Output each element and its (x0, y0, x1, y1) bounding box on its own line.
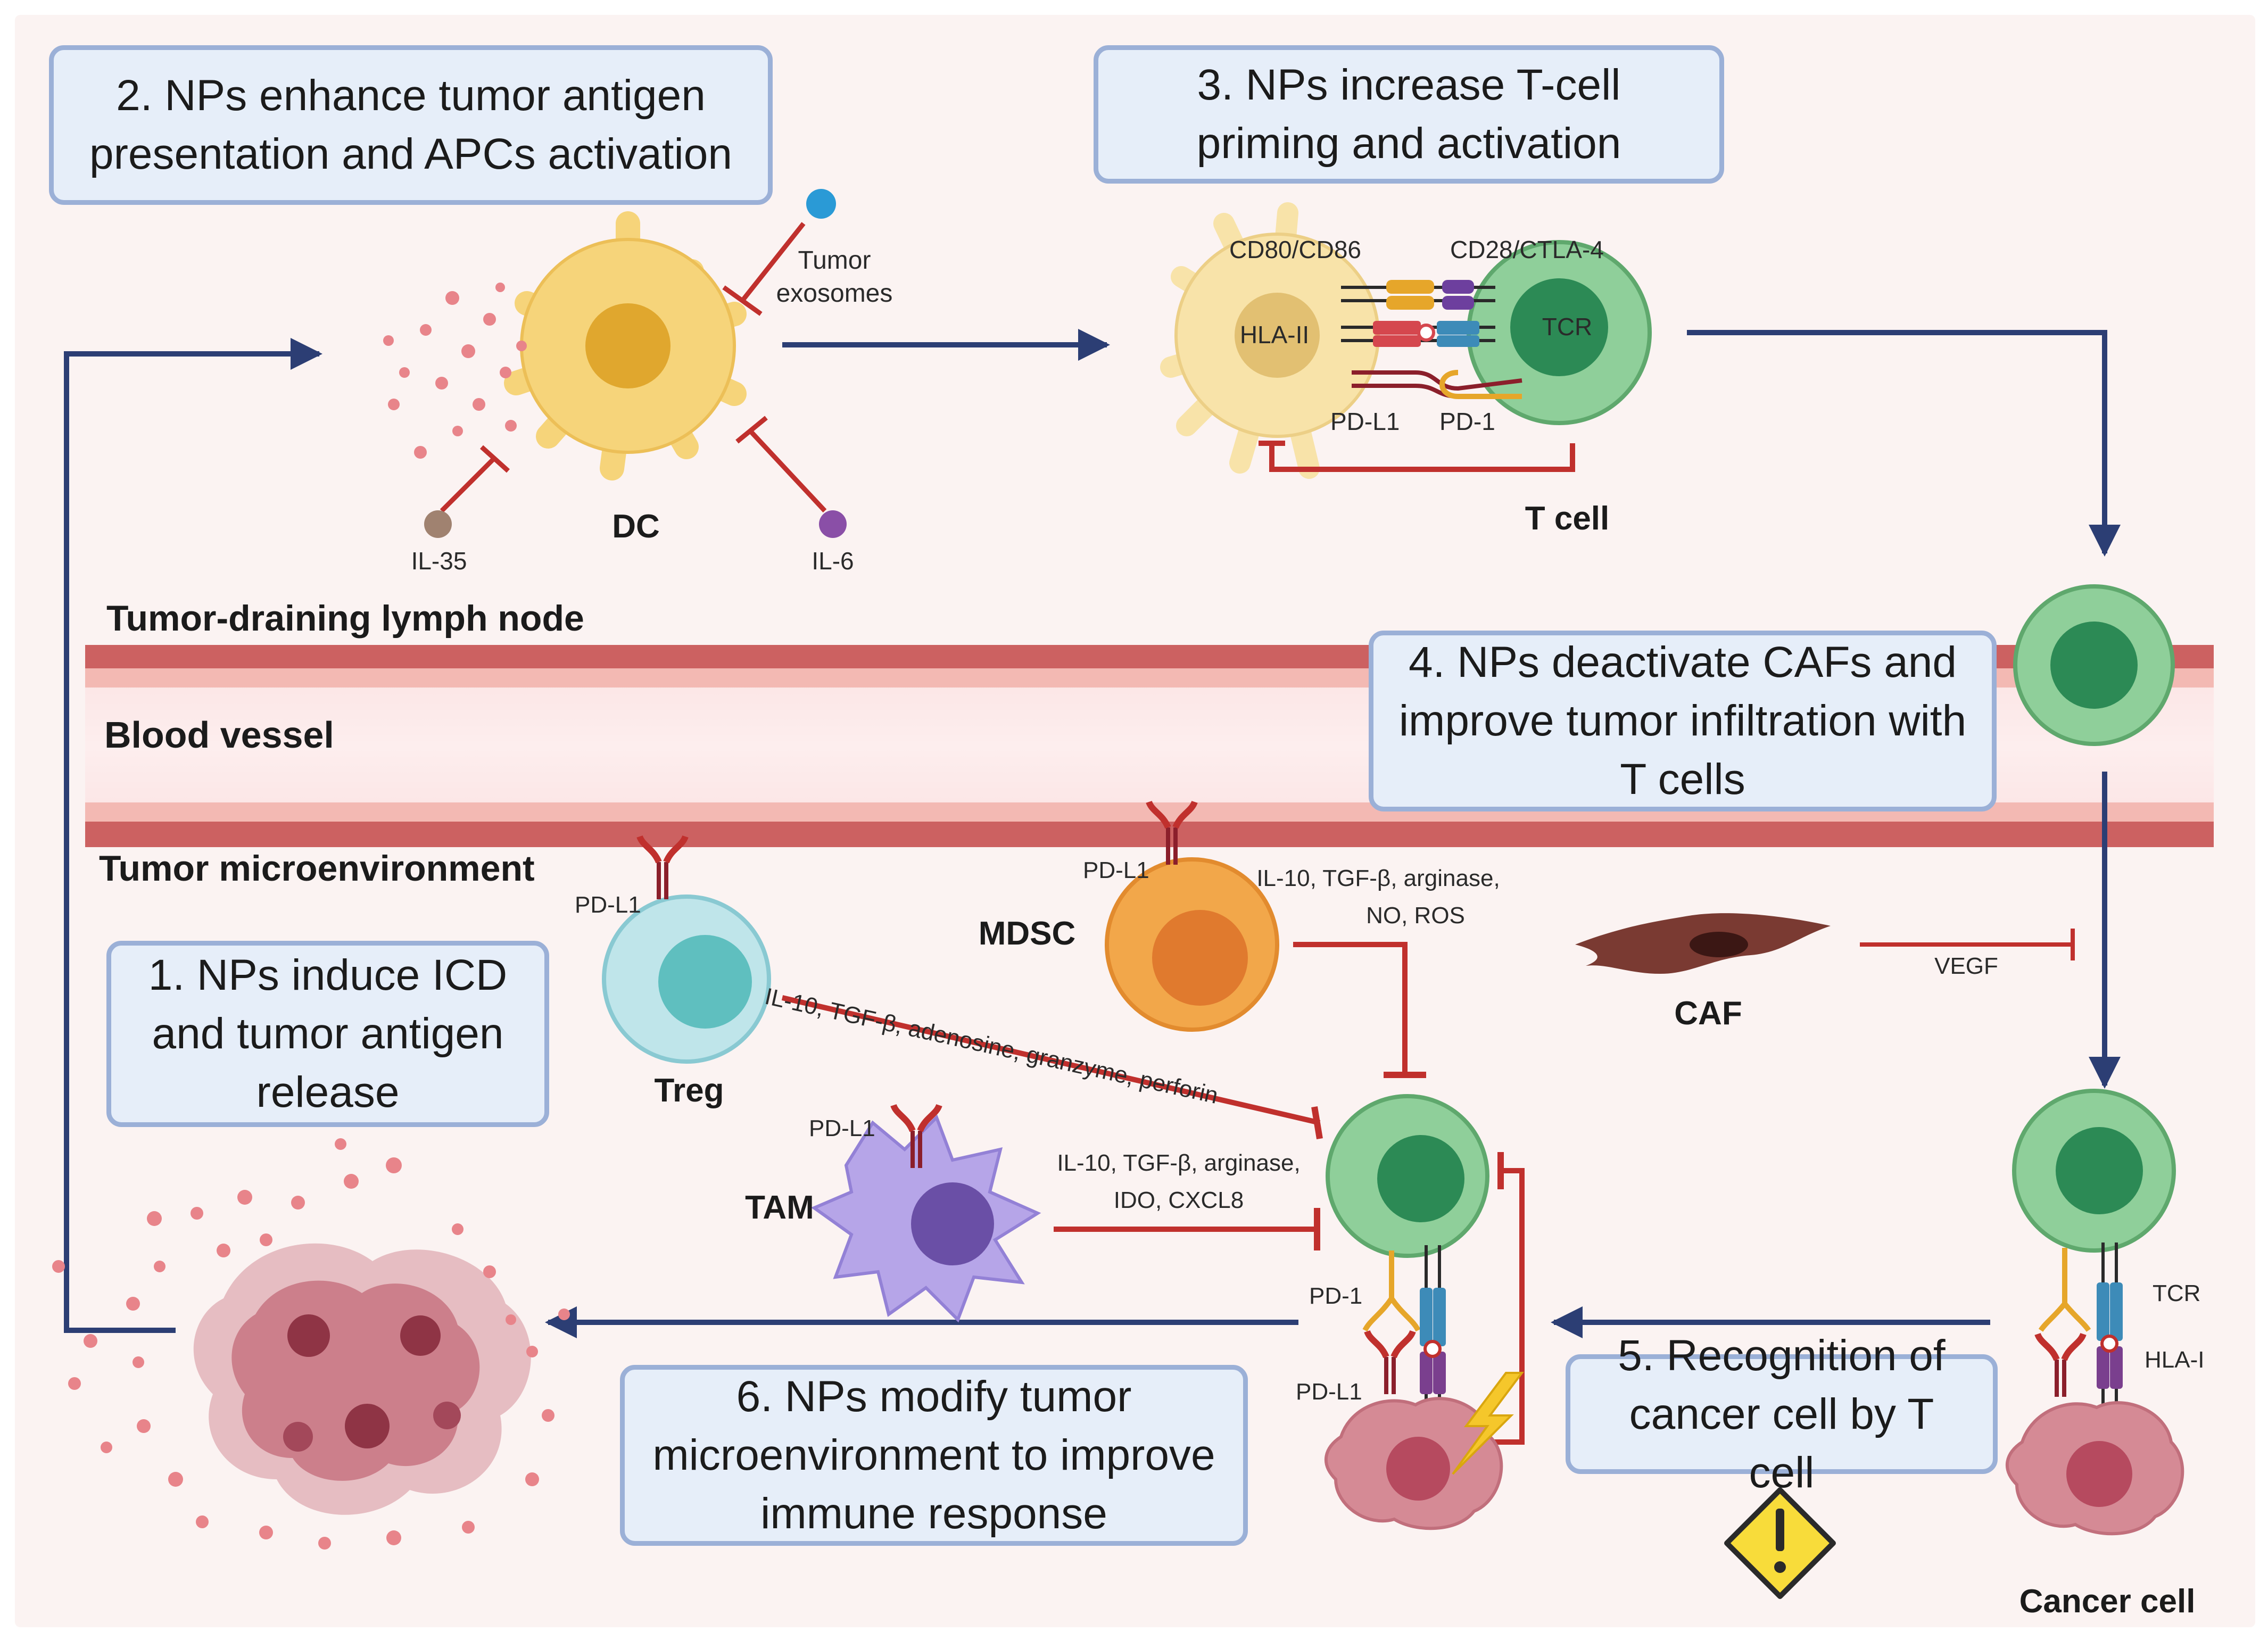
effector-t-cell (1326, 1094, 1489, 1258)
t-cell-label: T cell (1525, 500, 1610, 537)
effector-synapse (1362, 1245, 1446, 1405)
pd-1-synapse-label: PD-1 (1439, 408, 1495, 435)
lightning-icon (1452, 1372, 1524, 1475)
mdsc-label: MDSC (979, 915, 1076, 952)
tumor-exosome (806, 189, 836, 219)
cancer-cell-label: Cancer cell (2019, 1583, 2196, 1620)
tam-pd-l1-label: PD-L1 (809, 1115, 875, 1141)
synapse-inhibit-bracket (1269, 443, 1575, 472)
step-3-box: 3. NPs increase T-cell priming and activ… (1094, 45, 1724, 184)
pd-1-effector-label: PD-1 (1309, 1283, 1362, 1309)
caf-cell (1575, 913, 1831, 974)
dendritic-cell (504, 211, 747, 481)
step-2-box: 2. NPs enhance tumor antigen presentatio… (49, 45, 773, 205)
synapse-molecules (1341, 280, 1522, 399)
tcr-right-label: TCR (2153, 1280, 2200, 1306)
pd-l1-synapse-label: PD-L1 (1330, 408, 1400, 435)
vegf-inhibitor (1860, 929, 2075, 960)
step-5-box: 5. Recognition of cancer cell by T cell (1566, 1331, 1998, 1497)
hla-i-label: HLA-I (2145, 1347, 2204, 1373)
antigen-particles (383, 283, 527, 459)
t-cell-recognition (2012, 1089, 2176, 1405)
cancer-cell-middle (1325, 1397, 1503, 1530)
hla-ii-label: HLA-II (1240, 321, 1309, 349)
cd28-ctla4-label: CD28/CTLA-4 (1450, 236, 1604, 263)
mdsc-factors-2: NO, ROS (1366, 902, 1465, 929)
tam-label: TAM (745, 1189, 814, 1226)
dc-inhibitors (440, 222, 827, 513)
tcr-label: TCR (1542, 313, 1593, 341)
tme-label: Tumor microenvironment (99, 848, 535, 889)
mdsc-factors-1: IL-10, TGF-β, arginase, (1256, 865, 1500, 891)
il6-molecule (819, 510, 847, 538)
tam-cell (810, 1105, 1041, 1323)
pd-l1-effector-label: PD-L1 (1296, 1379, 1362, 1405)
il35-label: IL-35 (411, 547, 467, 575)
il35-molecule (424, 510, 452, 538)
arrow-tcell-to-vessel (1687, 330, 2121, 557)
caf-label: CAF (1674, 995, 1742, 1032)
blood-vessel-label: Blood vessel (104, 714, 334, 756)
mdsc-cell (1105, 802, 1279, 1032)
treg-cell (602, 836, 771, 1064)
vegf-label: VEGF (1934, 953, 1998, 979)
cancer-cell-right (2006, 1401, 2184, 1536)
cd80-cd86-label: CD80/CD86 (1229, 236, 1361, 263)
treg-label: Treg (655, 1072, 724, 1109)
lymph-node-label: Tumor-draining lymph node (106, 598, 584, 639)
step-1-box: 1. NPs induce ICD and tumor antigen rele… (106, 941, 549, 1127)
apc-cell (1160, 202, 1380, 479)
released-antigens (52, 1138, 570, 1550)
step-6-box: 6. NPs modify tumor microenvironment to … (620, 1365, 1248, 1546)
warning-icon (1724, 1487, 1836, 1599)
tam-factors-1: IL-10, TGF-β, arginase, (1057, 1150, 1300, 1176)
tme-inhibitors (781, 942, 1525, 1445)
t-cell (1467, 240, 1652, 425)
step-4-box: 4. NPs deactivate CAFs and improve tumor… (1369, 631, 1997, 811)
arrow-tumor-to-dc (64, 338, 322, 1333)
dc-label: DC (612, 508, 660, 545)
tumor-mass (193, 1243, 531, 1515)
il6-label: IL-6 (812, 547, 854, 575)
flow-arrows (64, 329, 2121, 1338)
t-cell-circulating (2013, 584, 2175, 746)
treg-pd-l1-label: PD-L1 (575, 892, 641, 918)
mdsc-pd-l1-label: PD-L1 (1083, 857, 1149, 883)
tam-factors-2: IDO, CXCL8 (1114, 1187, 1244, 1213)
